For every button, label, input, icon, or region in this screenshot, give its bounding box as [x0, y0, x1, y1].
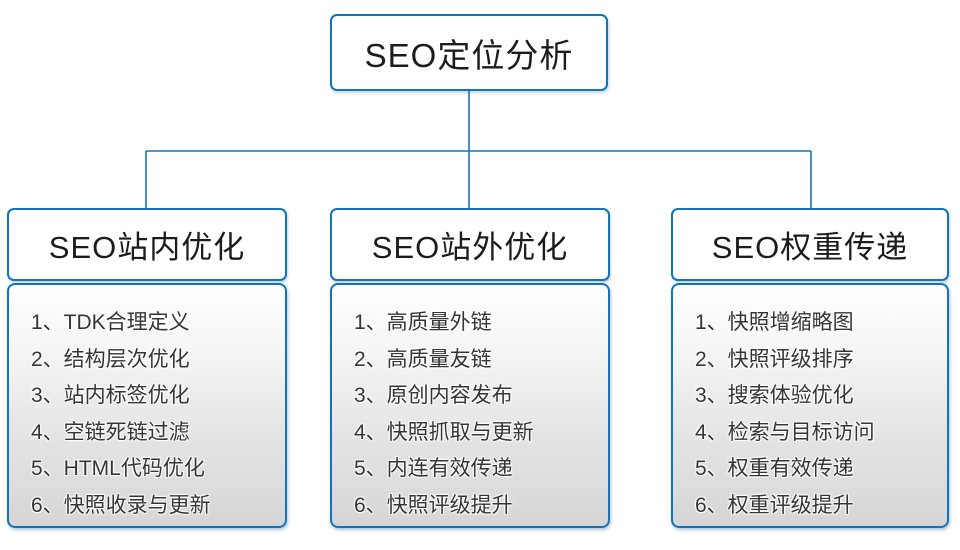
branch-item-list: 1、高质量外链 2、高质量友链 3、原创内容发布 4、快照抓取与更新 5、内连有… [330, 283, 610, 528]
list-item: 4、快照抓取与更新 [354, 420, 534, 444]
branch-header-label: SEO权重传递 [711, 230, 909, 265]
list-item: 2、快照评级排序 [695, 347, 854, 371]
list-item: 1、快照增缩略图 [695, 311, 854, 334]
branch-header: SEO站外优化 [330, 208, 610, 281]
list-item: 2、高质量友链 [354, 347, 492, 371]
list-item: 6、快照收录与更新 [31, 493, 211, 517]
branch-offsite-optimization: SEO站外优化 1、高质量外链 2、高质量友链 3、原创内容发布 4、快照抓取与… [330, 208, 610, 528]
branch-header: SEO权重传递 [671, 208, 949, 281]
root-node-label: SEO定位分析 [364, 36, 574, 74]
list-item: 1、TDK合理定义 [31, 311, 190, 334]
root-node: SEO定位分析 [330, 14, 608, 91]
branch-header-label: SEO站内优化 [48, 230, 246, 265]
list-item: 4、空链死链过滤 [31, 420, 190, 444]
list-item: 5、HTML代码优化 [31, 457, 205, 480]
branch-onsite-optimization: SEO站内优化 1、TDK合理定义 2、结构层次优化 3、站内标签优化 4、空链… [7, 208, 287, 528]
branch-item-list: 1、TDK合理定义 2、结构层次优化 3、站内标签优化 4、空链死链过滤 5、H… [7, 283, 287, 528]
list-item: 2、结构层次优化 [31, 347, 190, 371]
list-item: 5、权重有效传递 [695, 457, 854, 480]
branch-header: SEO站内优化 [7, 208, 287, 281]
list-item: 4、检索与目标访问 [695, 420, 875, 444]
branch-item-list: 1、快照增缩略图 2、快照评级排序 3、搜索体验优化 4、检索与目标访问 5、权… [671, 283, 949, 528]
list-item: 3、原创内容发布 [354, 384, 513, 407]
list-item: 1、高质量外链 [354, 311, 492, 334]
branch-weight-transfer: SEO权重传递 1、快照增缩略图 2、快照评级排序 3、搜索体验优化 4、检索与… [671, 208, 949, 528]
list-item: 3、搜索体验优化 [695, 384, 854, 407]
list-item: 3、站内标签优化 [31, 384, 190, 407]
list-item: 5、内连有效传递 [354, 457, 513, 480]
list-item: 6、快照评级提升 [354, 493, 513, 517]
list-item: 6、权重评级提升 [695, 493, 854, 517]
branch-header-label: SEO站外优化 [371, 230, 569, 265]
